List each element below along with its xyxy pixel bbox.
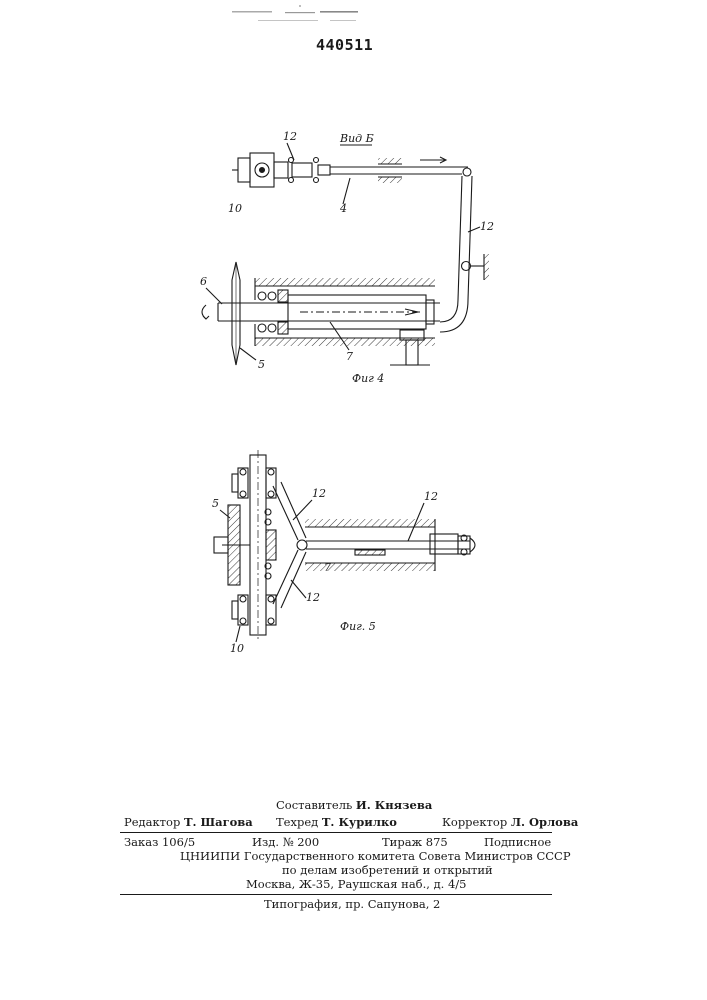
- edition-number: Изд. № 200: [252, 835, 319, 849]
- roller-assembly-top: [232, 153, 330, 187]
- svg-text:5: 5: [258, 358, 265, 371]
- figure-5: 12 12 12 5 7 10 Фиг. 5: [212, 450, 475, 655]
- address: Москва, Ж-35, Раушская наб., д. 4/5: [246, 877, 466, 891]
- footer-divider-bottom: [120, 894, 552, 895]
- svg-text:10: 10: [230, 642, 244, 655]
- svg-text:5: 5: [212, 497, 219, 510]
- org-line-2: по делам изобретений и открытий: [282, 863, 493, 877]
- footer-divider: [120, 832, 552, 833]
- svg-text:12: 12: [306, 591, 320, 604]
- view-label: Вид Б: [339, 132, 374, 145]
- bearings: [258, 290, 288, 334]
- svg-text:12: 12: [283, 130, 297, 143]
- figure-4-caption: Фиг 4: [352, 372, 384, 385]
- editor-line: Редактор Т. Шагова: [124, 815, 253, 829]
- compiler-line: Составитель И. Князева: [276, 798, 432, 812]
- svg-text:7: 7: [324, 561, 331, 574]
- svg-text:12: 12: [480, 220, 494, 233]
- figure-4: Вид Б: [200, 130, 494, 385]
- order-number: Заказ 106/5: [124, 835, 195, 849]
- corrector-line: Корректор Л. Орлова: [442, 815, 578, 829]
- svg-text:12: 12: [424, 490, 438, 503]
- techred-line: Техред Т. Курилко: [276, 815, 397, 829]
- svg-text:7: 7: [346, 350, 353, 363]
- subscription: Подписное: [484, 835, 551, 849]
- svg-text:12: 12: [312, 487, 326, 500]
- org-line-1: ЦНИИПИ Государственного комитета Совета …: [180, 849, 571, 863]
- figure-5-caption: Фиг. 5: [340, 620, 376, 633]
- printer: Типография, пр. Сапунова, 2: [264, 897, 440, 911]
- circulation: Тираж 875: [382, 835, 448, 849]
- svg-text:10: 10: [228, 202, 242, 215]
- svg-text:6: 6: [200, 275, 207, 288]
